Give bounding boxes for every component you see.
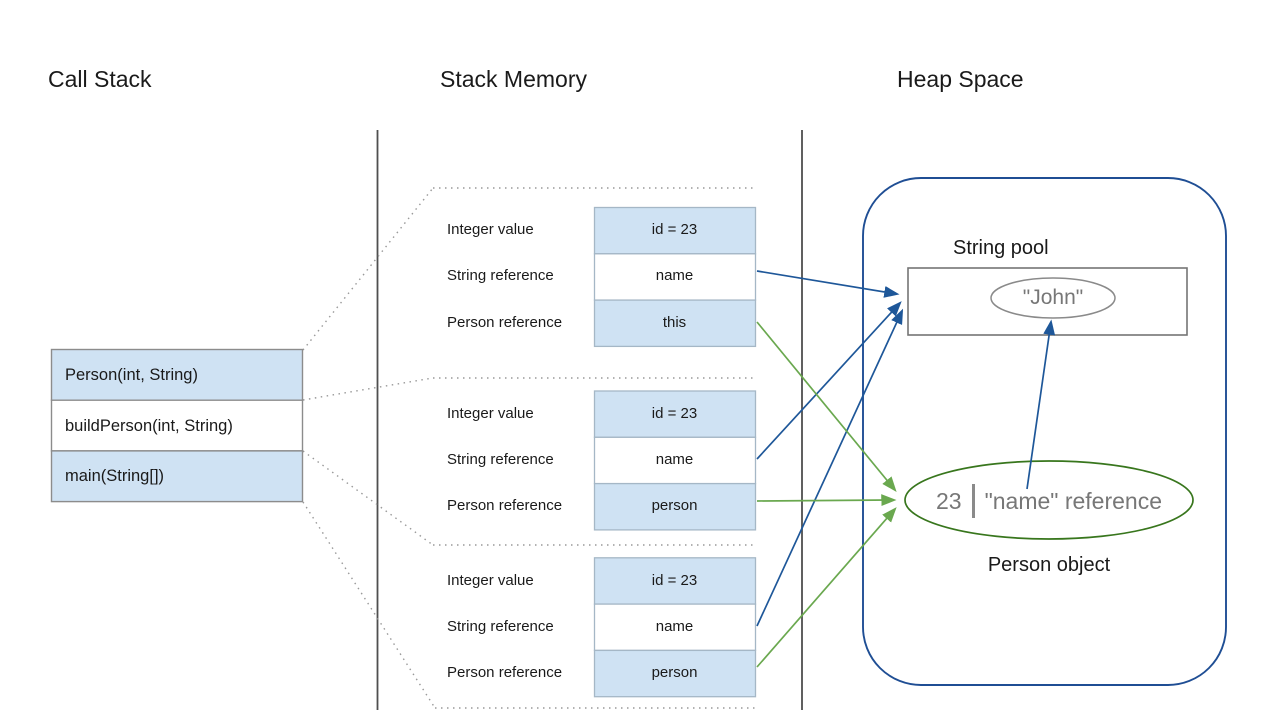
arrow-frame1-name-to-pool	[756, 270, 900, 298]
call-stack-item-main: main(String[])	[65, 467, 165, 485]
frame3-cell-value: person	[651, 664, 698, 681]
frame1-row-label: Integer value	[447, 221, 534, 238]
call-stack-box-buildperson	[50, 399, 304, 452]
call-stack-item-person: Person(int, String)	[65, 366, 198, 384]
person-object-ellipse	[904, 460, 1194, 540]
frame2-cell-value: name	[655, 451, 694, 468]
string-john-value: "John"	[1022, 286, 1084, 309]
person-id-value: 23	[935, 487, 962, 514]
frame2-row-label: Integer value	[447, 405, 534, 422]
arrow-frame1-this-to-person	[756, 321, 897, 492]
frame3-row-label: Person reference	[447, 664, 563, 681]
frame1-row-label: Person reference	[447, 314, 563, 331]
stack-frame-1-cells	[593, 206, 757, 348]
frame1-row-label: String reference	[447, 267, 554, 284]
arrow-frame2-person-to-person	[756, 494, 897, 507]
frame1-cell-value: id = 23	[651, 221, 698, 238]
string-reference-arrows	[756, 270, 1056, 627]
arrow-name-ref-to-john	[1026, 319, 1056, 490]
call-stack-title: Call Stack	[48, 66, 152, 92]
frame1-cell-value: this	[662, 314, 687, 331]
frame2-row-label: String reference	[447, 451, 554, 468]
arrow-frame3-person-to-person	[756, 507, 897, 668]
frame3-row-label: Integer value	[447, 572, 534, 589]
frame3-cell-value: id = 23	[651, 572, 698, 589]
person-name-reference: "name" reference	[984, 487, 1162, 514]
person-reference-arrows	[756, 321, 897, 668]
frame3-row-label: String reference	[447, 618, 554, 635]
arrow-frame2-name-to-pool	[756, 301, 902, 460]
call-stack-boxes	[50, 348, 304, 503]
frame2-cell-value: id = 23	[651, 405, 698, 422]
frame3-cell-value: name	[655, 618, 694, 635]
stack-frame-3-cells	[593, 557, 757, 698]
call-stack-item-buildperson: buildPerson(int, String)	[65, 417, 233, 435]
person-object-fields: 23 "name" reference	[905, 483, 1193, 519]
arrow-frame3-name-to-pool	[756, 308, 904, 627]
heap-space-container	[862, 177, 1227, 686]
call-stack-box-person	[50, 348, 304, 401]
heap-space-title: Heap Space	[897, 66, 1024, 92]
person-object-caption: Person object	[987, 554, 1111, 576]
stack-frame-2-cells	[593, 390, 757, 531]
string-pool-label: String pool	[953, 237, 1049, 259]
frame2-cell-value: person	[651, 497, 698, 514]
field-separator-bar	[971, 484, 975, 518]
frame1-cell-value: name	[655, 267, 694, 284]
call-stack-box-main	[50, 450, 304, 503]
frame2-row-label: Person reference	[447, 497, 563, 514]
string-john-ellipse	[990, 277, 1116, 319]
stack-memory-title: Stack Memory	[440, 66, 587, 92]
